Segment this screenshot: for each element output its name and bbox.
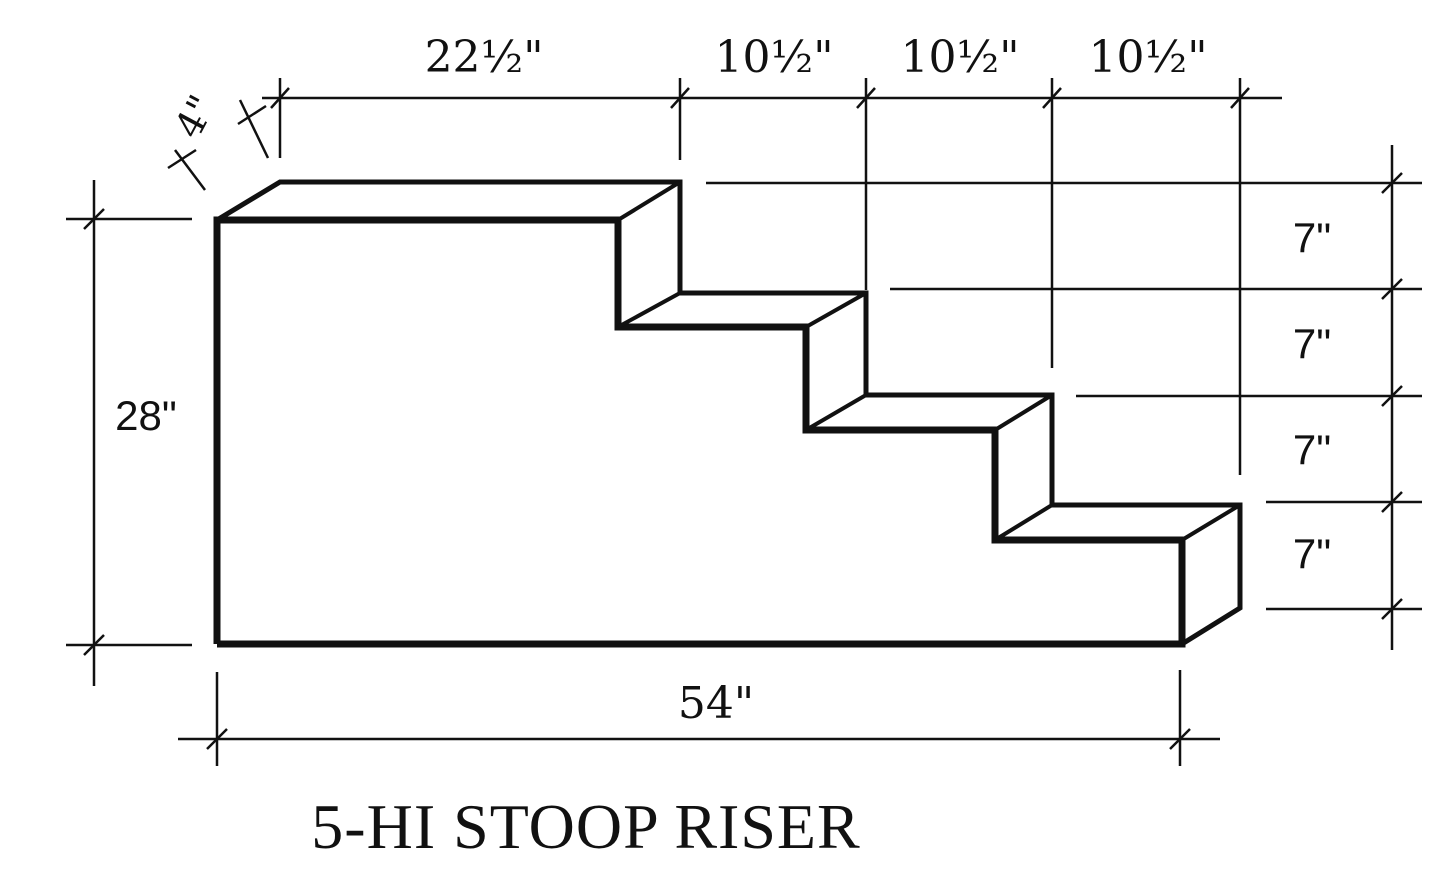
depth-tick-a (167, 148, 197, 170)
riser-back-profile (215, 179, 1243, 647)
rise-label-3: 7" (1293, 426, 1331, 473)
dimension-lines (66, 78, 1422, 766)
rise-label-4: 7" (1293, 530, 1331, 577)
depth-edge-3 (805, 291, 867, 329)
width-label: 54" (678, 678, 754, 729)
rise-label-1: 7" (1293, 214, 1331, 261)
riser-front-profile (213, 216, 1186, 648)
depth-line-a (174, 149, 206, 191)
height-tick-bottom (83, 634, 105, 656)
rise-tick-5 (1381, 598, 1403, 620)
riser-outline (213, 179, 1243, 648)
height-label: 28" (115, 392, 177, 439)
width-tick-left (206, 728, 228, 750)
depth-line-b (238, 99, 270, 159)
depth-edge-4 (804, 393, 868, 432)
depth-label: 4" (166, 88, 224, 145)
drawing-title: 5-HI STOOP RISER (311, 791, 860, 862)
top-tick-2 (670, 87, 690, 109)
rise-tick-4 (1381, 491, 1403, 513)
height-tick-top (83, 208, 105, 230)
rise-tick-1 (1381, 172, 1403, 194)
depth-tick-b (237, 104, 267, 126)
depth-edge-1 (616, 180, 682, 222)
depth-edge-6 (993, 503, 1054, 542)
top-width-label-2: 10½" (715, 32, 834, 83)
top-tick-5 (1230, 87, 1250, 109)
top-tick-4 (1042, 87, 1062, 109)
rise-tick-3 (1381, 385, 1403, 407)
depth-edge-7 (1180, 503, 1242, 542)
rise-tick-2 (1381, 278, 1403, 300)
top-width-label-3: 10½" (901, 32, 1020, 83)
top-tick-1 (270, 87, 290, 109)
depth-edge-5 (993, 393, 1054, 432)
rise-label-2: 7" (1293, 320, 1331, 367)
width-tick-right (1169, 728, 1191, 750)
top-width-label-1: 22½" (425, 32, 544, 83)
depth-edge-2 (617, 291, 681, 329)
top-width-label-4: 10½" (1089, 32, 1208, 83)
top-tick-3 (856, 87, 876, 109)
